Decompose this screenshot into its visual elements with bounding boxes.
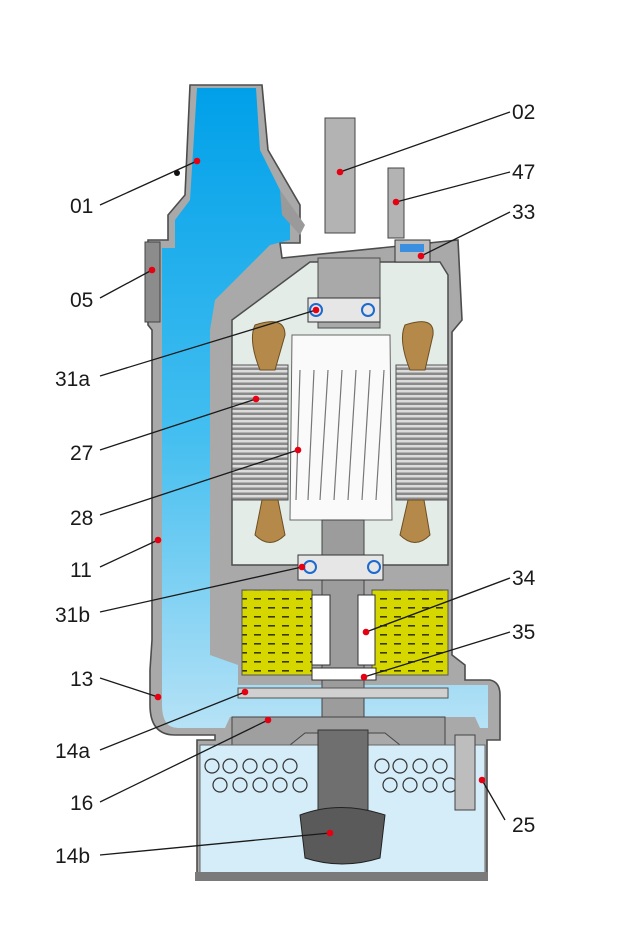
label-14a: 14a bbox=[55, 740, 90, 763]
stator-left bbox=[231, 364, 289, 501]
label-16: 16 bbox=[70, 792, 93, 815]
wear-plate-14a bbox=[237, 687, 449, 699]
base bbox=[195, 872, 488, 881]
label-27: 27 bbox=[70, 442, 93, 465]
label-35: 35 bbox=[512, 621, 535, 644]
stator-right bbox=[395, 364, 449, 501]
label-11: 11 bbox=[70, 559, 92, 582]
bolt-25 bbox=[454, 734, 476, 811]
label-31b: 31b bbox=[55, 604, 90, 627]
cable-gland-05 bbox=[144, 241, 161, 323]
impeller-14b bbox=[299, 807, 386, 865]
label-02: 02 bbox=[512, 101, 535, 124]
label-14b: 14b bbox=[55, 845, 90, 868]
label-01: 01 bbox=[70, 195, 93, 218]
seal-35 bbox=[311, 667, 377, 681]
callouts bbox=[99, 111, 511, 856]
rotor-bars bbox=[295, 369, 385, 501]
impeller-hub bbox=[317, 729, 369, 811]
label-28: 28 bbox=[70, 507, 93, 530]
oil-chamber-left bbox=[241, 589, 313, 676]
label-25: 25 bbox=[512, 814, 535, 837]
oil-chamber-right bbox=[371, 589, 449, 676]
bearing-31a bbox=[307, 297, 381, 323]
label-05: 05 bbox=[70, 289, 93, 312]
mechanical-seal-34 bbox=[311, 594, 376, 666]
rotor bbox=[289, 334, 393, 521]
label-31a: 31a bbox=[55, 368, 90, 391]
bearing-31b bbox=[297, 554, 384, 581]
strainer-holes bbox=[204, 758, 458, 793]
lifting-handle-02 bbox=[324, 117, 356, 234]
label-13: 13 bbox=[70, 668, 93, 691]
flange-lug bbox=[280, 190, 305, 235]
label-47: 47 bbox=[512, 161, 535, 184]
discharge-channel bbox=[162, 88, 488, 728]
label-33: 33 bbox=[512, 201, 535, 224]
part-labels: 01 02 47 33 05 31a 27 28 11 31b 34 35 13… bbox=[55, 101, 536, 868]
end-windings bbox=[251, 321, 434, 543]
label-34: 34 bbox=[512, 567, 536, 590]
